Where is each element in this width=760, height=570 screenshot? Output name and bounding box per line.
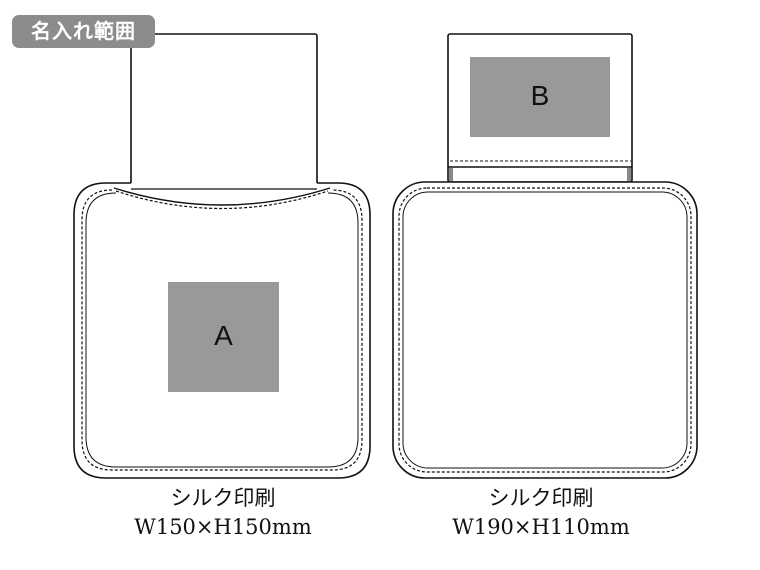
print-area-b-label: B [530,80,550,111]
right-product [392,33,698,479]
print-area-b [470,57,610,137]
caption-right: シルク印刷 W190×H110mm [416,484,666,542]
print-method-left: シルク印刷 [170,486,276,510]
left-product [73,33,371,479]
print-area-a-label: A [214,320,233,351]
print-area-a [168,282,279,392]
imprint-area-badge: 名入れ範囲 [12,15,155,48]
caption-left: シルク印刷 W150×H150mm [98,484,348,542]
print-size-left: W150×H150mm [134,515,312,539]
print-size-right: W190×H110mm [452,515,630,539]
print-method-right: シルク印刷 [488,486,594,510]
